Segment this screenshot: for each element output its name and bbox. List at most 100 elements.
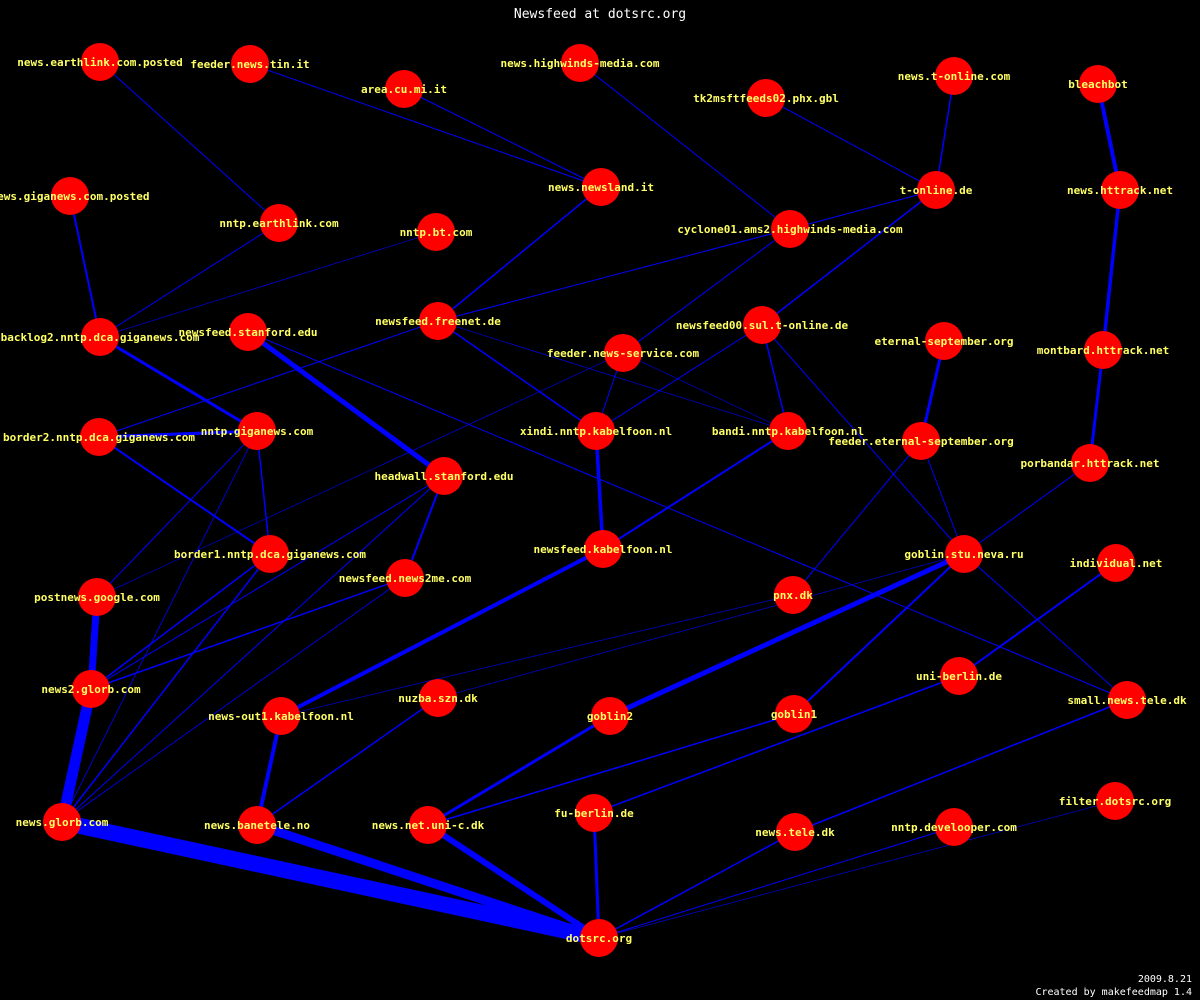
- node-label: porbandar.httrack.net: [1020, 457, 1159, 470]
- node-circle: [582, 168, 620, 206]
- edge-border2-to-nntp_giganews: [97, 429, 259, 439]
- node-news_glorb: news.glorb.com: [16, 803, 109, 841]
- node-feeder_eternal: feeder.eternal-september.org: [828, 422, 1014, 460]
- node-label: fu-berlin.de: [554, 807, 634, 820]
- edge-porbandar-to-goblin_neva: [963, 462, 1091, 555]
- node-label: nuzba.szn.dk: [398, 692, 478, 705]
- edge-xindi-to-kabelfoon_newsfeed: [594, 429, 605, 551]
- node-headwall: headwall.stanford.edu: [374, 457, 514, 495]
- node-label: individual.net: [1070, 557, 1163, 570]
- node-circle: [584, 530, 622, 568]
- node-stanford_newsfeed: newsfeed.stanford.edu: [178, 313, 318, 351]
- node-circle: [251, 535, 289, 573]
- edge-earthlink_posted-to-nntp_earthlink: [99, 61, 280, 224]
- node-circle: [580, 919, 618, 957]
- node-toline_de: t-online.de: [900, 171, 973, 209]
- node-label: nntp.earthlink.com: [219, 217, 339, 230]
- node-label: bandi.nntp.kabelfoon.nl: [712, 425, 864, 438]
- edge-goblin_neva-to-goblin1: [793, 553, 965, 715]
- edge-goblin_neva-to-small_tele: [963, 553, 1128, 701]
- graph-title: Newsfeed at dotsrc.org: [514, 7, 686, 22]
- node-banetele: news.banetele.no: [204, 806, 310, 844]
- node-circle: [72, 670, 110, 708]
- node-border2: border2.nntp.dca.giganews.com: [3, 418, 195, 456]
- node-label: news.newsland.it: [548, 181, 654, 194]
- node-postnews_google: postnews.google.com: [34, 578, 160, 616]
- edge-httrack_news-to-montbard: [1101, 188, 1122, 352]
- node-label: newsfeed.kabelfoon.nl: [533, 543, 672, 556]
- edge-goblin2-to-uni_c: [426, 714, 612, 827]
- node-circle: [940, 657, 978, 695]
- node-label: news.earthlink.com.posted: [17, 56, 183, 69]
- edge-headwall-to-news2_glorb: [90, 475, 445, 690]
- node-nuzba: nuzba.szn.dk: [398, 679, 478, 717]
- node-label: news.glorb.com: [16, 816, 109, 829]
- node-circle: [776, 813, 814, 851]
- node-circle: [409, 806, 447, 844]
- node-goblin_neva: goblin.stu.neva.ru: [904, 535, 1024, 573]
- node-label: montbard.httrack.net: [1037, 344, 1169, 357]
- node-news2_glorb: news2.glorb.com: [41, 670, 141, 708]
- node-circle: [774, 576, 812, 614]
- edge-news2me-to-news_glorb: [61, 577, 406, 823]
- edge-toline_de-to-newsfeed00_sul: [761, 189, 937, 326]
- edge-border2-to-border1: [98, 436, 271, 555]
- node-newsout1: news-out1.kabelfoon.nl: [208, 697, 354, 735]
- edge-nuzba-to-banetele: [256, 697, 439, 826]
- edge-tk2-to-toline_de: [765, 97, 937, 191]
- edge-fu_berlin-to-dotsrc: [592, 811, 601, 940]
- edge-news_service-to-postnews_google: [96, 352, 624, 598]
- node-label: backlog2.nntp.dca.giganews.com: [1, 331, 200, 344]
- node-circle: [229, 313, 267, 351]
- edge-border1-to-news_glorb: [61, 553, 271, 823]
- node-goblin1: goblin1: [771, 695, 818, 733]
- node-tin: feeder.news.tin.it: [190, 45, 310, 83]
- node-nntp_giganews: nntp.giganews.com: [201, 412, 314, 450]
- edge-tin-to-newsland: [249, 63, 602, 188]
- edge-nntp_earthlink-to-backlog2: [99, 222, 280, 338]
- node-xindi: xindi.nntp.kabelfoon.nl: [520, 412, 672, 450]
- node-circle: [775, 695, 813, 733]
- edge-banetele-to-dotsrc: [252, 820, 604, 943]
- node-eternal: eternal-september.org: [874, 322, 1014, 360]
- node-small_tele: small.news.tele.dk: [1067, 681, 1187, 719]
- node-news_service: feeder.news-service.com: [547, 334, 700, 372]
- edge-news2_glorb-to-news_glorb: [56, 683, 97, 828]
- node-goblin2: goblin2: [587, 697, 633, 735]
- node-tk2: tk2msftfeeds02.phx.gbl: [693, 79, 839, 117]
- node-circle: [935, 808, 973, 846]
- edge-highwinds-to-cyclone: [579, 62, 791, 230]
- node-circle: [591, 697, 629, 735]
- node-label: nntp.bt.com: [400, 226, 473, 239]
- node-label: uni-berlin.de: [916, 670, 1002, 683]
- node-toline_news: news.t-online.com: [898, 57, 1011, 95]
- edge-bandi-to-kabelfoon_newsfeed: [602, 430, 789, 550]
- node-border1: border1.nntp.dca.giganews.com: [174, 535, 366, 573]
- node-cyclone: cyclone01.ams2.highwinds-media.com: [677, 210, 903, 248]
- edge-nntp_giganews-to-postnews_google: [96, 430, 258, 598]
- node-circle: [935, 57, 973, 95]
- node-label: cyclone01.ams2.highwinds-media.com: [677, 223, 903, 236]
- node-label: t-online.de: [900, 184, 973, 197]
- node-individual: individual.net: [1070, 544, 1163, 582]
- edge-goblin_neva-to-goblin2: [607, 551, 967, 719]
- node-httrack_news: news.httrack.net: [1067, 171, 1173, 209]
- edge-backlog2-to-nntp_giganews: [98, 335, 259, 433]
- node-circle: [43, 803, 81, 841]
- node-freenet: newsfeed.freenet.de: [375, 302, 501, 340]
- node-nntp_earthlink: nntp.earthlink.com: [219, 204, 339, 242]
- node-circle: [917, 171, 955, 209]
- node-label: news-out1.kabelfoon.nl: [208, 710, 354, 723]
- edge-toline_news-to-toline_de: [935, 75, 955, 191]
- edge-newsfeed00_sul-to-xindi: [595, 324, 763, 432]
- node-label: goblin2: [587, 710, 633, 723]
- node-label: feeder.eternal-september.org: [828, 435, 1013, 448]
- node-dotsrc: dotsrc.org: [566, 919, 632, 957]
- node-news_tele: news.tele.dk: [755, 813, 835, 851]
- node-circle: [604, 334, 642, 372]
- edge-area_cu-to-newsland: [403, 88, 602, 188]
- edge-freenet-to-bandi: [437, 320, 789, 432]
- node-highwinds: news.highwinds-media.com: [501, 44, 660, 82]
- edge-small_tele-to-news_tele: [794, 699, 1128, 833]
